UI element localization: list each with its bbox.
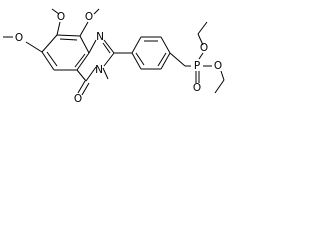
bond (102, 42, 111, 54)
bond (74, 53, 86, 68)
bond (198, 52, 204, 60)
bond (197, 21, 208, 35)
atom-label-nitrogen: N (96, 31, 104, 43)
bond (160, 36, 171, 54)
atom-label-phosphorus: P (194, 60, 200, 72)
atom-label-oxygen: O (200, 42, 208, 54)
bond (41, 51, 55, 71)
bond (160, 52, 171, 70)
atom-label-oxygen: O (15, 32, 23, 44)
bond (131, 52, 142, 70)
bond (85, 66, 97, 82)
bond (79, 21, 89, 37)
atom-label-oxygen: O (85, 11, 93, 23)
bond (103, 39, 115, 54)
bond (56, 21, 61, 36)
atom-label-oxygen: O (193, 82, 201, 94)
bond (131, 36, 142, 54)
bond (197, 33, 204, 46)
atom-label-oxygen: O (74, 93, 82, 105)
bond (169, 52, 186, 67)
atom-label-oxygen: O (57, 11, 65, 23)
atom-labels: O O O N N O O P O O (15, 11, 222, 105)
bond-lines (3, 8, 225, 96)
bond (102, 67, 109, 80)
bond (135, 52, 145, 66)
bond (56, 34, 81, 37)
bond (76, 52, 90, 71)
bond (157, 52, 167, 67)
bond (88, 39, 97, 54)
bond (46, 51, 58, 67)
bond (214, 79, 225, 94)
bond (103, 52, 115, 67)
bond (81, 82, 90, 96)
chemical-structure-diagram: O O O N N O O P O O (3, 8, 225, 105)
atom-label-nitrogen: N (95, 64, 103, 76)
bond (76, 69, 87, 82)
bond (93, 8, 100, 15)
bond (79, 35, 90, 54)
bond (220, 70, 225, 81)
bond (59, 38, 78, 41)
bond (25, 41, 43, 53)
bond (77, 80, 86, 94)
bond (51, 8, 60, 15)
bond (41, 34, 58, 53)
atom-label-oxygen: O (214, 60, 222, 72)
